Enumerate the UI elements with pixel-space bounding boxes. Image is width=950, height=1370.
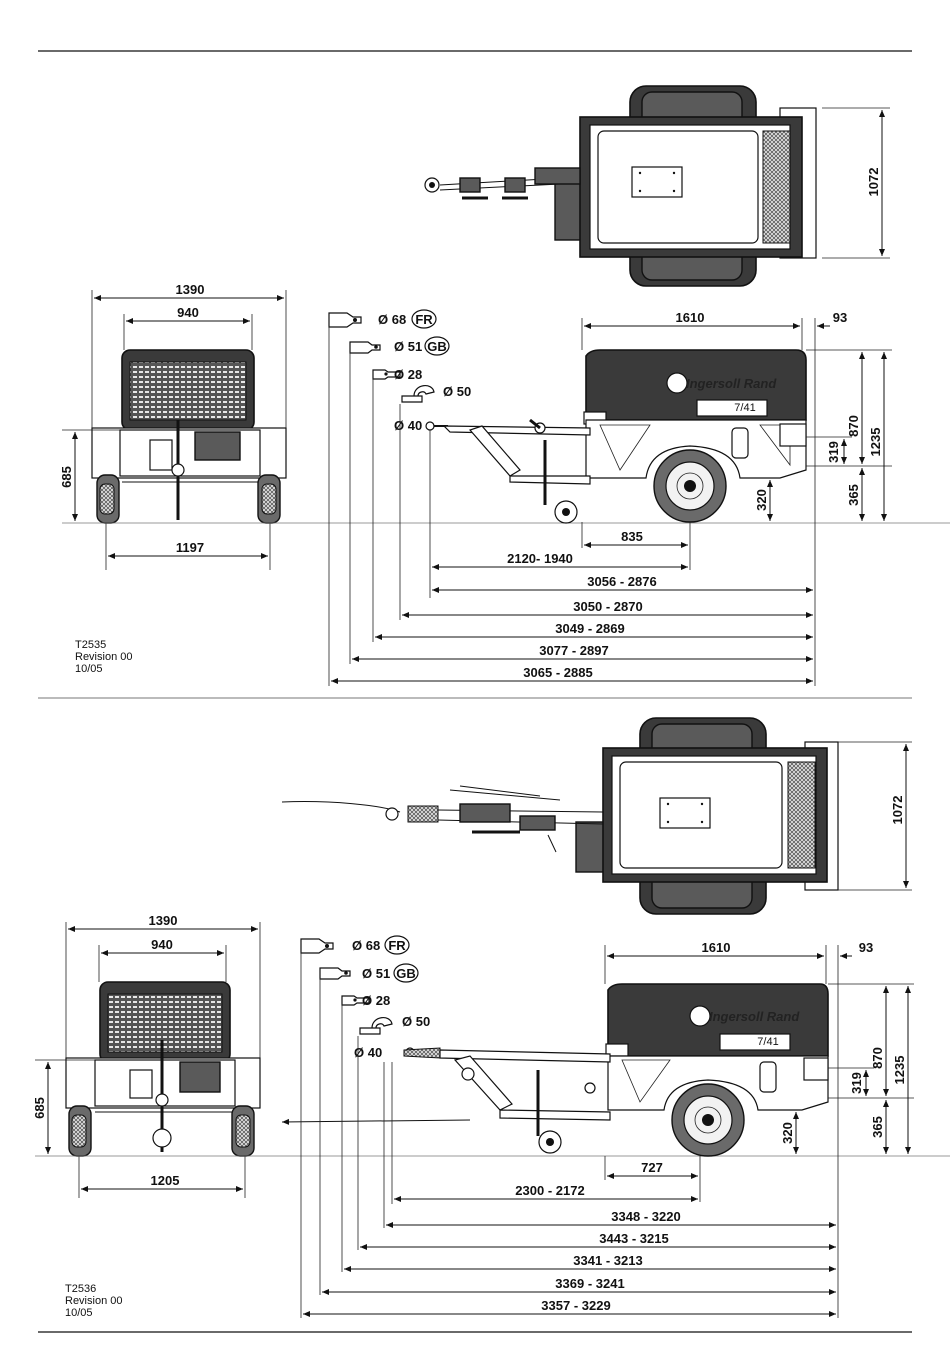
top-plan-view (424, 85, 817, 287)
top-coupling-40-icon (425, 421, 435, 431)
top-coupling-40-label: Ø 40 (394, 418, 422, 433)
bottom-ref-date: 10/05 (65, 1307, 93, 1319)
top-fr-label: FR (415, 312, 433, 327)
bottom-side-view: 7/41 Ingersoll Rand (403, 983, 829, 1157)
bottom-len-b: 3348 - 3220 (611, 1209, 680, 1224)
bottom-len-e: 3369 - 3241 (555, 1276, 624, 1291)
top-drawing: 1072 1390 940 1197 (59, 85, 950, 686)
bottom-len-c: 3443 - 3215 (599, 1231, 668, 1246)
top-dim-1072: 1072 (866, 168, 881, 197)
bottom-coupling-28-label: Ø 28 (362, 993, 390, 1008)
bottom-ref-revision: Revision 00 (65, 1295, 122, 1307)
top-gb-label: GB (427, 339, 447, 354)
bottom-coupling-50-label: Ø 50 (402, 1014, 430, 1029)
top-side-view: 7/41 Ingersoll Rand (442, 349, 807, 524)
top-coupling-legend: Ø 68 FR Ø 51 GB Ø 28 Ø 50 Ø 40 (328, 309, 471, 433)
bottom-coupling-51-icon (319, 967, 351, 980)
top-coupling-50-icon (401, 385, 435, 403)
bottom-fr-badge (384, 935, 410, 955)
top-coupling-51-label: Ø 51 (394, 339, 422, 354)
top-fr-badge (411, 309, 437, 329)
top-dim-319: 319 (826, 441, 841, 463)
bottom-len-a: 2300 - 2172 (515, 1183, 584, 1198)
bottom-coupling-40-label: Ø 40 (354, 1045, 382, 1060)
bottom-gb-badge (393, 963, 419, 983)
bottom-drawing: 1072 1390 940 1205 (32, 717, 950, 1319)
bottom-plan-view (281, 717, 839, 915)
bottom-dim-940: 940 (151, 937, 173, 952)
bottom-coupling-68-icon (300, 938, 334, 954)
top-brand-logo: Ingersoll Rand (686, 376, 777, 391)
bottom-dim-365: 365 (870, 1116, 885, 1138)
bottom-ref-code: T2536 (65, 1283, 96, 1295)
bottom-dim-319: 319 (849, 1072, 864, 1094)
top-front-view (91, 349, 287, 524)
bottom-fr-label: FR (388, 938, 406, 953)
top-dim-1610: 1610 (676, 310, 705, 325)
top-dim-940: 940 (177, 305, 199, 320)
bottom-dim-1390: 1390 (149, 913, 178, 928)
top-coupling-51-icon (349, 341, 381, 354)
bottom-len-d: 3341 - 3213 (573, 1253, 642, 1268)
bottom-dim-1610: 1610 (702, 940, 731, 955)
top-dim-835: 835 (621, 529, 643, 544)
bottom-len-f: 3357 - 3229 (541, 1298, 610, 1313)
top-ref-date: 10/05 (75, 663, 103, 675)
top-dim-1235: 1235 (868, 428, 883, 457)
top-dim-1197: 1197 (176, 540, 204, 555)
bottom-brand-logo: Ingersoll Rand (709, 1009, 800, 1024)
bottom-dim-870: 870 (870, 1047, 885, 1069)
top-len-a: 2120- 1940 (507, 551, 573, 566)
bottom-dim-1072: 1072 (890, 796, 905, 825)
top-len-e: 3077 - 2897 (539, 643, 608, 658)
top-ref-revision: Revision 00 (75, 651, 132, 663)
bottom-coupling-50-icon (359, 1017, 393, 1035)
top-badge: 7/41 (734, 402, 755, 414)
top-ref-code: T2535 (75, 639, 106, 651)
bottom-coupling-legend: Ø 68 FR Ø 51 GB Ø 28 Ø 50 Ø 40 (300, 935, 430, 1060)
top-dim-93: 93 (833, 310, 847, 325)
top-len-f: 3065 - 2885 (523, 665, 592, 680)
top-len-d: 3049 - 2869 (555, 621, 624, 636)
top-dim-320: 320 (754, 489, 769, 511)
bottom-gb-label: GB (396, 966, 416, 981)
bottom-dim-685: 685 (32, 1097, 47, 1119)
bottom-dim-93: 93 (859, 940, 873, 955)
top-dim-365: 365 (846, 484, 861, 506)
bottom-dim-320: 320 (780, 1122, 795, 1144)
bottom-front-view (65, 981, 261, 1157)
top-coupling-50-label: Ø 50 (443, 384, 471, 399)
top-dim-685: 685 (59, 466, 74, 488)
top-len-c: 3050 - 2870 (573, 599, 642, 614)
bottom-badge: 7/41 (757, 1036, 778, 1048)
top-coupling-68-icon (328, 312, 362, 328)
bottom-dim-1235: 1235 (892, 1056, 907, 1085)
top-coupling-68-label: Ø 68 (378, 312, 406, 327)
bottom-coupling-68-label: Ø 68 (352, 938, 380, 953)
top-gb-badge (424, 336, 450, 356)
top-dim-870: 870 (846, 415, 861, 437)
bottom-coupling-51-label: Ø 51 (362, 966, 390, 981)
top-coupling-28-label: Ø 28 (394, 367, 422, 382)
top-len-b: 3056 - 2876 (587, 574, 656, 589)
bottom-dim-1205: 1205 (151, 1173, 180, 1188)
top-dim-1390: 1390 (176, 282, 205, 297)
bottom-dim-727: 727 (641, 1160, 663, 1175)
